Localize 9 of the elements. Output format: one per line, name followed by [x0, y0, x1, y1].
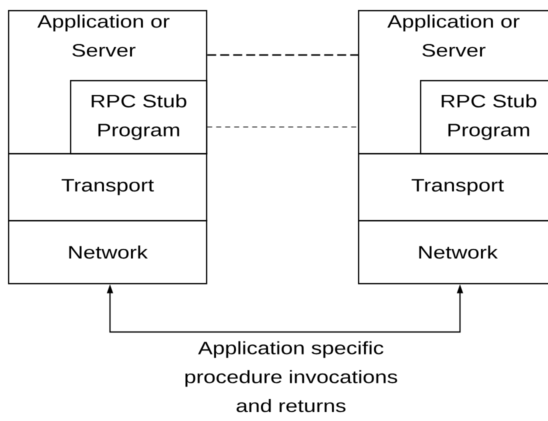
layer-box: Transport	[8, 153, 208, 222]
edge-label: Application specific procedure invocations and returns	[185, 341, 398, 412]
stub-box: RPC Stub Program	[420, 80, 548, 154]
connector-line	[207, 54, 358, 56]
layer-box: Network	[8, 220, 208, 284]
layer-box: Network	[358, 220, 548, 284]
stub-box: RPC Stub Program	[70, 80, 208, 154]
layer-box: Transport	[358, 153, 548, 222]
connector-line	[206, 126, 358, 128]
